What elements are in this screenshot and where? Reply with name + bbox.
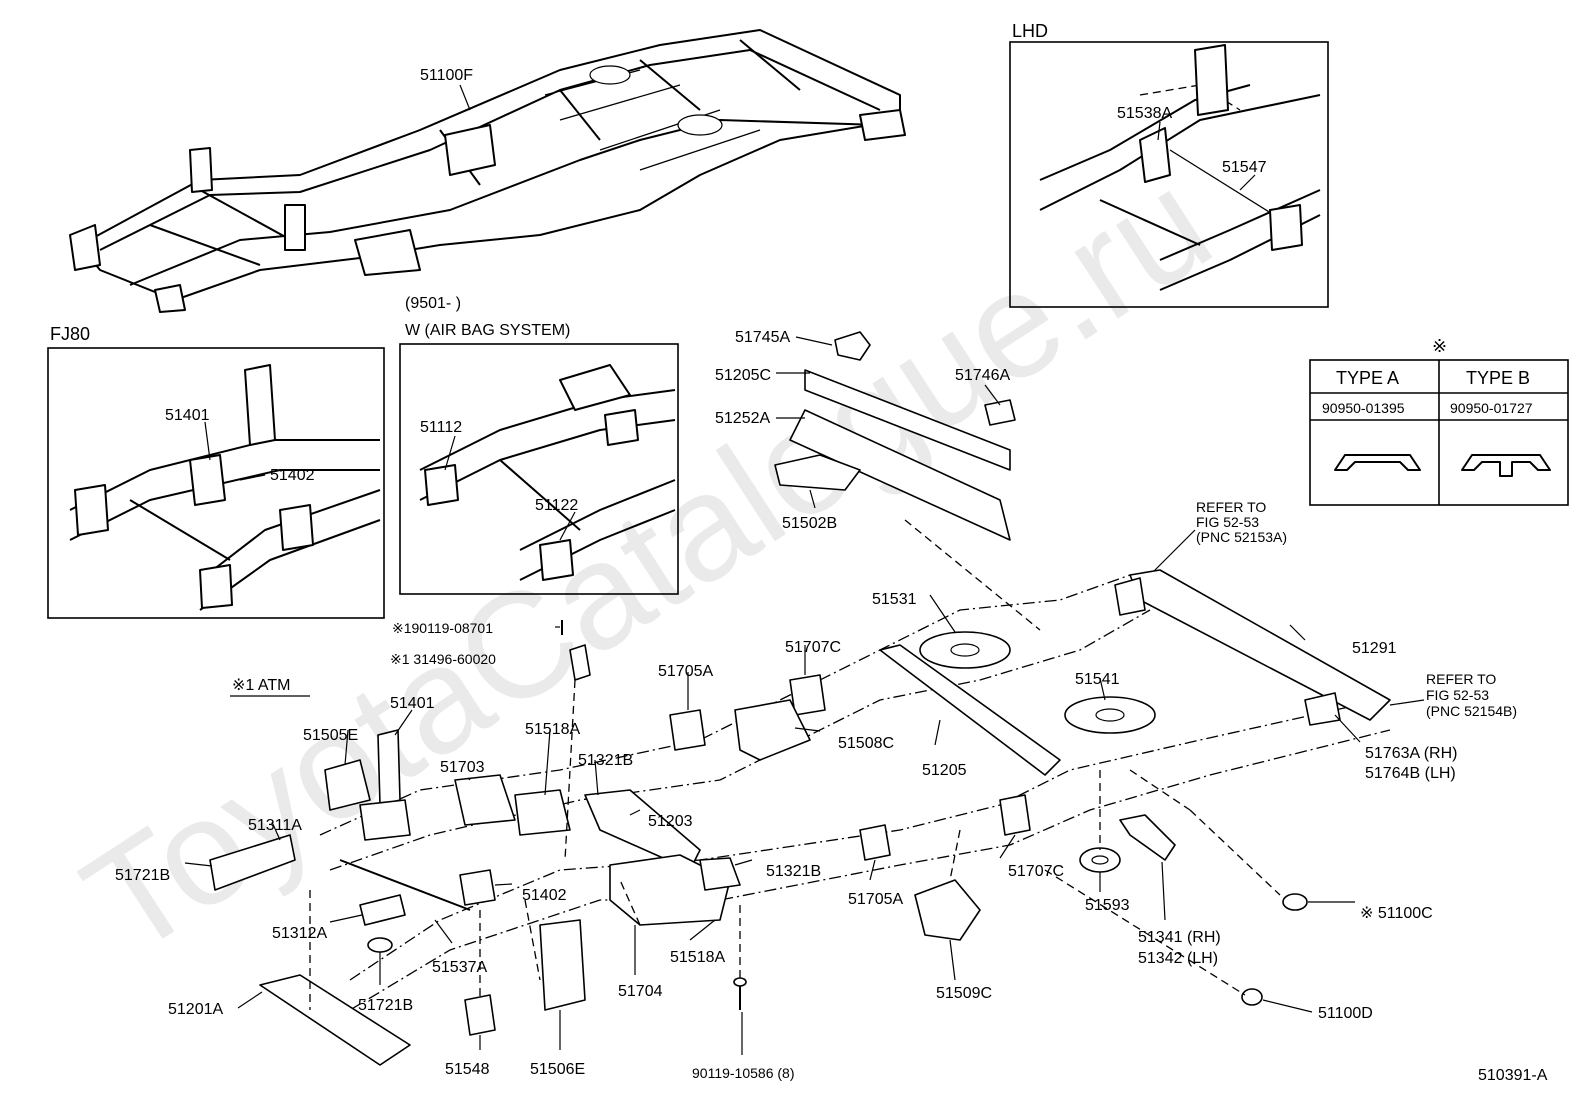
part-label-51505E: 51505E [303, 727, 358, 744]
part-label-51721B-bot: 51721B [358, 997, 413, 1014]
part-label-51341: 51341 (RH) [1138, 929, 1221, 946]
diagram-id: 510391-A [1478, 1067, 1548, 1084]
part-label-51547: 51547 [1222, 159, 1267, 176]
fj80-drawing [69, 364, 381, 611]
part-label-51704: 51704 [618, 983, 663, 1000]
airbag-drawing [419, 364, 676, 581]
part-label-51745A: 51745A [735, 329, 790, 346]
part-label-90119-08701: ※190119-08701 [392, 620, 493, 636]
part-label-51541: 51541 [1075, 671, 1120, 688]
part-label-51321B-top: 51321B [578, 752, 633, 769]
part-label-51705A-top: 51705A [658, 663, 713, 680]
type-a-part: 90950-01395 [1322, 400, 1405, 416]
refer-note-right-line2: FIG 52-53 [1426, 687, 1489, 703]
part-label-51205: 51205 [922, 762, 967, 779]
refer-note-top-line1: REFER TO [1196, 499, 1266, 515]
part-label-51401: 51401 [390, 695, 435, 712]
part-label-51252A: 51252A [715, 410, 770, 427]
part-label-51205C: 51205C [715, 367, 771, 384]
part-label-51100C: ※ 51100C [1360, 905, 1433, 922]
part-label-airbag-51122: 51122 [535, 497, 578, 514]
main-frame-drawing [209, 569, 1391, 1066]
inset-title-airbag-line1: (9501- ) [405, 295, 461, 312]
type-b-part: 90950-01727 [1450, 400, 1533, 416]
part-label-51502B: 51502B [782, 515, 837, 532]
part-label-airbag-51112: 51112 [420, 419, 462, 436]
part-label-51100F: 51100F [420, 67, 473, 84]
part-label-51506E: 51506E [530, 1061, 585, 1078]
inset-fj80 [47, 347, 385, 619]
inset-title-airbag-line2: W (AIR BAG SYSTEM) [405, 322, 570, 339]
part-label-51538A: 51538A [1117, 105, 1172, 122]
part-label-51721B-left: 51721B [115, 867, 170, 884]
part-label-51201A: 51201A [168, 1001, 223, 1018]
crossmember-parts-drawing [774, 331, 1016, 541]
part-label-51312A: 51312A [272, 925, 327, 942]
part-label-51342: 51342 (LH) [1138, 950, 1218, 967]
part-label-51531: 51531 [872, 591, 917, 608]
refer-note-top-line3: (PNC 52153A) [1196, 529, 1287, 545]
frame-assembly-drawing [69, 29, 906, 313]
inset-title-fj80: FJ80 [50, 324, 90, 344]
part-label-fj80-51402: 51402 [270, 467, 315, 484]
part-label-51763A: 51763A (RH) [1365, 745, 1458, 762]
part-label-51746A: 51746A [955, 367, 1010, 384]
part-label-51764B: 51764B (LH) [1365, 765, 1456, 782]
part-label-51548: 51548 [445, 1061, 490, 1078]
inset-airbag [399, 343, 679, 595]
part-label-51321B-bot: 51321B [766, 863, 821, 880]
part-label-51593: 51593 [1085, 897, 1130, 914]
part-label-51509C: 51509C [936, 985, 992, 1002]
part-label-51537A: 51537A [432, 959, 487, 976]
type-table [1309, 359, 1569, 506]
part-label-51707C-bot: 51707C [1008, 863, 1064, 880]
part-label-90119-10586: 90119-10586 (8) [692, 1065, 794, 1081]
inset-title-lhd: LHD [1012, 21, 1048, 41]
part-label-51518A-top: 51518A [525, 721, 580, 738]
part-label-51518A-bot: 51518A [670, 949, 725, 966]
part-label-51402: 51402 [522, 887, 567, 904]
part-label-51291: 51291 [1352, 640, 1397, 657]
part-label-51508C: 51508C [838, 735, 894, 752]
part-label-51203: 51203 [648, 813, 693, 830]
part-label-31496-60020: ※1 31496-60020 [390, 651, 496, 667]
refer-note-right-line3: (PNC 52154B) [1426, 703, 1517, 719]
type-a-header: TYPE A [1336, 368, 1399, 388]
part-label-51311A: 51311A [248, 817, 302, 834]
type-table-marker: ※ [1432, 336, 1447, 356]
part-label-51707C-top: 51707C [785, 639, 841, 656]
refer-note-top-line2: FIG 52-53 [1196, 514, 1259, 530]
inset-lhd [1009, 41, 1329, 308]
lhd-drawing [1039, 44, 1321, 291]
refer-note-right-line1: REFER TO [1426, 671, 1496, 687]
atm-note: ※1 ATM [232, 677, 290, 694]
part-label-fj80-51401: 51401 [165, 407, 210, 424]
part-label-51703: 51703 [440, 759, 485, 776]
part-label-51705A-bot: 51705A [848, 891, 903, 908]
type-b-header: TYPE B [1466, 368, 1530, 388]
part-label-51100D: 51100D [1318, 1005, 1373, 1022]
